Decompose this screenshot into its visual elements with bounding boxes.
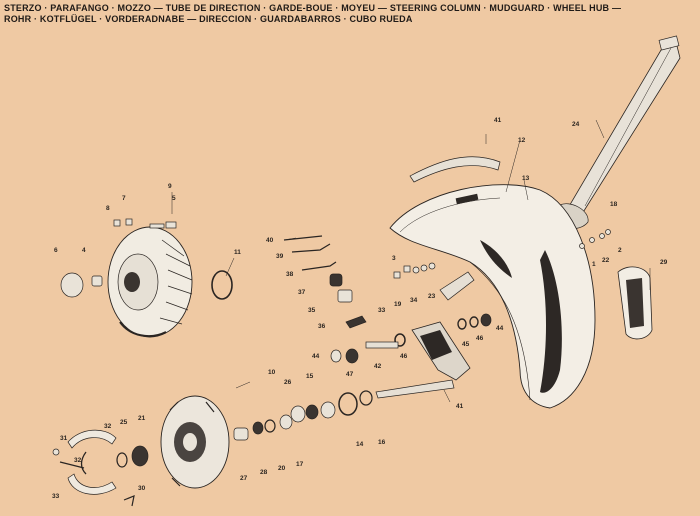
- label-8: 8: [106, 205, 110, 212]
- label-31: 31: [60, 435, 68, 442]
- label-47b: 47: [346, 371, 354, 378]
- label-32: 32: [74, 457, 82, 464]
- label-29: 29: [660, 259, 668, 266]
- label-22: 22: [602, 257, 610, 264]
- label-46b: 46: [400, 353, 408, 360]
- label-17: 17: [296, 461, 304, 468]
- label-5: 5: [172, 195, 176, 202]
- diagram-title-line-1: STERZO · PARAFANGO · MOZZO — TUBE DE DIR…: [4, 3, 622, 13]
- label-13: 13: [522, 175, 530, 182]
- label-43: 41: [456, 403, 464, 410]
- label-23: 23: [428, 293, 436, 300]
- fork-link: [375, 271, 475, 399]
- mudguard-trim: [409, 156, 501, 183]
- label-47a: 46: [476, 335, 484, 342]
- label-25: 25: [120, 419, 128, 426]
- label-27: 27: [240, 475, 248, 482]
- label-28: 28: [260, 469, 268, 476]
- label-7: 7: [122, 195, 126, 202]
- label-36: 35: [308, 307, 316, 314]
- brake-backplate: [160, 395, 230, 489]
- label-14: 14: [356, 441, 364, 448]
- label-42: 41: [494, 117, 502, 124]
- label-41: 40: [266, 237, 274, 244]
- small-parts: [52, 218, 611, 507]
- label-20: 20: [278, 465, 286, 472]
- label-44b: 44: [312, 353, 320, 360]
- label-35: 34: [410, 297, 418, 304]
- label-4: 4: [82, 247, 86, 254]
- label-39: 38: [286, 271, 294, 278]
- diagram-title-line-2: ROHR · KOTFLÜGEL · VORDERADNABE — DIRECC…: [4, 14, 413, 24]
- label-1: 1: [592, 261, 596, 268]
- part-number-labels: 24 41 12 13 18 9 8 7 5 6 4 11 40 39 38 3…: [52, 117, 668, 500]
- label-37: 36: [318, 323, 326, 330]
- label-11: 11: [234, 249, 241, 256]
- label-33a: 32: [104, 423, 112, 430]
- label-10: 10: [268, 369, 276, 376]
- horn-cover: [617, 266, 653, 340]
- label-15: 15: [306, 373, 314, 380]
- label-19: 19: [394, 301, 402, 308]
- label-12: 12: [518, 137, 526, 144]
- label-44a: 44: [496, 325, 504, 332]
- label-33b: 33: [52, 493, 60, 500]
- label-38: 37: [298, 289, 306, 296]
- label-21: 21: [138, 415, 146, 422]
- wheel-hub-drum: [107, 226, 193, 338]
- label-30: 30: [138, 485, 146, 492]
- label-3: 3: [392, 255, 396, 262]
- label-16: 16: [378, 439, 386, 446]
- label-45: 42: [374, 363, 382, 370]
- steering-column: [551, 35, 681, 230]
- label-6: 6: [54, 247, 58, 254]
- label-26: 26: [284, 379, 292, 386]
- label-24: 24: [572, 121, 580, 128]
- label-40: 39: [276, 253, 284, 260]
- label-9: 9: [168, 183, 172, 190]
- label-18: 18: [610, 201, 618, 208]
- label-34: 33: [378, 307, 386, 314]
- label-2: 2: [618, 247, 622, 254]
- leader-lines: [171, 119, 651, 403]
- mudguard: [389, 184, 596, 409]
- label-46a: 45: [462, 341, 470, 348]
- brake-shoes: [67, 429, 117, 495]
